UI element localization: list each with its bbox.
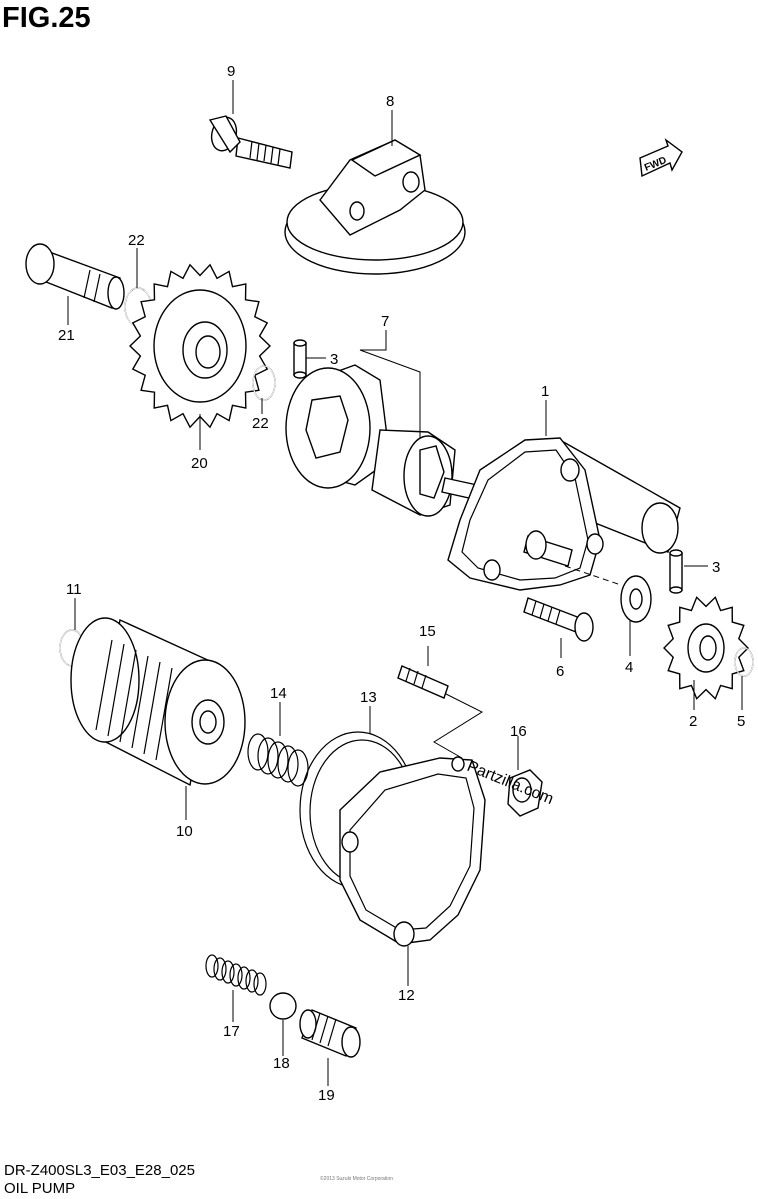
part-20-gear[interactable] — [128, 263, 272, 429]
part-3-pin-b[interactable] — [669, 549, 683, 594]
callout-6: 6 — [556, 663, 564, 680]
callout-17: 17 — [223, 1023, 240, 1040]
part-2-gear[interactable] — [663, 596, 749, 700]
callout-20: 20 — [191, 455, 208, 472]
part-17-spring[interactable] — [205, 954, 267, 996]
callout-4: 4 — [625, 659, 633, 676]
part-9-bolt[interactable] — [208, 114, 293, 169]
part-21-shaft[interactable] — [25, 243, 125, 310]
callout-22-a: 22 — [128, 232, 145, 249]
callout-5: 5 — [737, 713, 745, 730]
part-1-pump-body[interactable] — [447, 437, 681, 591]
callout-1: 1 — [541, 383, 549, 400]
callouts: 9 8 22 21 20 22 3 7 1 3 4 6 2 5 11 10 14… — [58, 63, 745, 1104]
callout-12: 12 — [398, 987, 415, 1004]
part-16-nut[interactable] — [507, 769, 543, 817]
part-22-circlip-b[interactable] — [252, 365, 276, 401]
part-18-ball[interactable] — [269, 992, 297, 1020]
callout-3-a: 3 — [330, 351, 338, 368]
gear-hub — [195, 335, 221, 369]
part-19-plug[interactable] — [299, 1009, 361, 1058]
callout-22-b: 22 — [252, 415, 269, 432]
callout-7: 7 — [381, 313, 389, 330]
callout-18: 18 — [273, 1055, 290, 1072]
part-3-pin-a[interactable] — [293, 339, 307, 379]
leader-lines — [67, 80, 743, 1086]
callout-3-b: 3 — [712, 559, 720, 576]
callout-21: 21 — [58, 327, 75, 344]
part-14-spring[interactable] — [247, 733, 309, 787]
figure-title: FIG.25 — [2, 2, 91, 34]
part-6-screw[interactable] — [523, 597, 594, 642]
diagram-name: OIL PUMP — [4, 1180, 76, 1197]
part-8-cover[interactable] — [284, 139, 466, 275]
callout-9: 9 — [227, 63, 235, 80]
callout-16: 16 — [510, 723, 527, 740]
callout-8: 8 — [386, 93, 394, 110]
callout-14: 14 — [270, 685, 287, 702]
gear-hub — [699, 635, 717, 661]
copyright-text: ©2013 Suzuki Motor Corporation — [320, 1176, 393, 1182]
part-7-rotor-set[interactable] — [285, 364, 501, 517]
part-10-oil-filter[interactable] — [70, 617, 246, 787]
diagram-code: DR-Z400SL3_E03_E28_025 — [4, 1162, 195, 1179]
callout-2: 2 — [689, 713, 697, 730]
callout-19: 19 — [318, 1087, 335, 1104]
part-12-filter-cap[interactable] — [339, 756, 486, 947]
callout-10: 10 — [176, 823, 193, 840]
part-15-stud[interactable] — [397, 665, 449, 699]
callout-11: 11 — [66, 581, 82, 598]
part-5-circlip[interactable] — [734, 647, 754, 677]
fwd-arrow-icon: FWD — [639, 138, 683, 178]
part-4-washer[interactable] — [620, 575, 652, 623]
callout-13: 13 — [360, 689, 377, 706]
callout-15: 15 — [419, 623, 436, 640]
